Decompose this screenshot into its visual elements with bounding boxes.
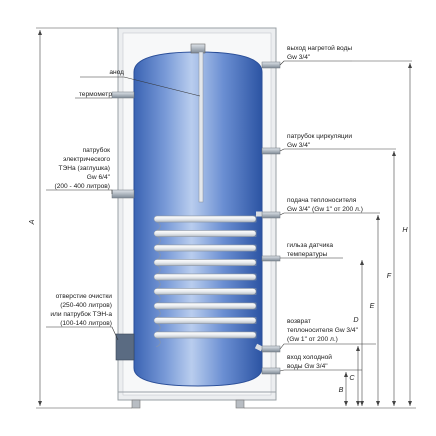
label-anode: анод [109,69,124,76]
svg-text:патрубок: патрубок [83,146,111,154]
svg-text:подача теплоносителя: подача теплоносителя [287,197,357,204]
svg-text:вход холодной: вход холодной [287,353,332,361]
svg-text:или патрубок ТЭН-а: или патрубок ТЭН-а [50,310,112,318]
right-labels: выход нагретой воды Gw 3/4" патрубок цир… [279,44,380,372]
coil-turn [153,259,257,266]
svg-text:воды Gw 3/4": воды Gw 3/4" [287,363,328,370]
svg-text:Gw 3/4" (Gw 1" от 200 л.): Gw 3/4" (Gw 1" от 200 л.) [287,206,363,213]
cold-in-port [261,367,281,375]
dim-label-h: H [402,225,408,234]
label-tene-port: патрубок электрического ТЭНа (заглушка) … [55,146,111,190]
svg-text:Gw 6/4": Gw 6/4" [87,174,111,181]
dim-label-f: F [387,271,392,280]
coil-turn [153,273,257,281]
coil-turn [153,215,257,223]
coil-connector-pipe [254,343,264,352]
thermometer-port [111,91,135,99]
left-ports [111,91,135,361]
coil-turn [153,288,257,295]
label-cleaning: отверстие очистки (250-400 литров) или п… [50,293,112,327]
svg-text:электрического: электрического [63,156,110,163]
heat-return-port [261,345,281,353]
dim-label-a: A [27,219,36,225]
svg-text:теплоносителя Gw 3/4": теплоносителя Gw 3/4" [287,327,359,334]
anode-rod [198,51,204,203]
svg-text:возврат: возврат [287,318,311,325]
svg-text:(250-400 литров): (250-400 литров) [60,302,112,309]
dimension-right: H F E D C B [244,60,416,409]
label-heat-supply: подача теплоносителя Gw 3/4" (Gw 1" от 2… [287,197,363,213]
label-thermometer: термометр [79,91,112,98]
svg-text:выход нагретой воды: выход нагретой воды [287,44,352,52]
cleaning-port [115,333,135,361]
svg-text:гильза датчика: гильза датчика [287,242,333,249]
label-circulation: патрубок циркуляции Gw 3/4" [287,132,352,149]
dim-label-d: D [353,315,358,324]
coil-turn [153,230,257,237]
label-heat-return: возврат теплоносителя Gw 3/4" (Gw 1" от … [287,318,359,343]
dimension-a: A [27,27,132,409]
coil-turn [153,317,257,324]
foot-right [235,399,245,409]
coil-turn [153,302,257,310]
coil-turn [153,331,257,339]
svg-text:(200 - 400 литров): (200 - 400 литров) [55,183,110,190]
heat-supply-port [261,211,281,219]
circulation-port [261,147,281,155]
foot-left [131,399,141,409]
svg-text:температуры: температуры [287,251,328,258]
svg-text:Gw 3/4": Gw 3/4" [287,142,311,149]
heating-coil [153,211,264,352]
top-flange [190,43,206,54]
svg-text:отверстие очистки: отверстие очистки [56,293,113,300]
label-cold-in: вход холодной воды Gw 3/4" [287,353,332,370]
coil-turn [153,244,257,252]
svg-text:(100-140 литров): (100-140 литров) [60,320,112,327]
svg-text:ТЭНа (заглушка): ТЭНа (заглушка) [58,165,110,172]
label-sensor-sleeve: гильза датчика температуры [287,242,333,258]
dim-label-c: C [349,373,355,382]
svg-text:Gw 3/4": Gw 3/4" [287,54,311,61]
dim-label-b: B [339,385,344,394]
tene-port [111,189,135,199]
label-hot-out: выход нагретой воды Gw 3/4" [287,44,352,61]
svg-text:(Gw 1" от 200 л.): (Gw 1" от 200 л.) [287,336,338,343]
hot-out-port [261,61,281,69]
left-labels: анод термометр патрубок электрического Т… [46,69,201,341]
svg-text:патрубок циркуляции: патрубок циркуляции [287,132,352,140]
dim-label-e: E [370,301,375,310]
sensor-port [261,255,281,262]
